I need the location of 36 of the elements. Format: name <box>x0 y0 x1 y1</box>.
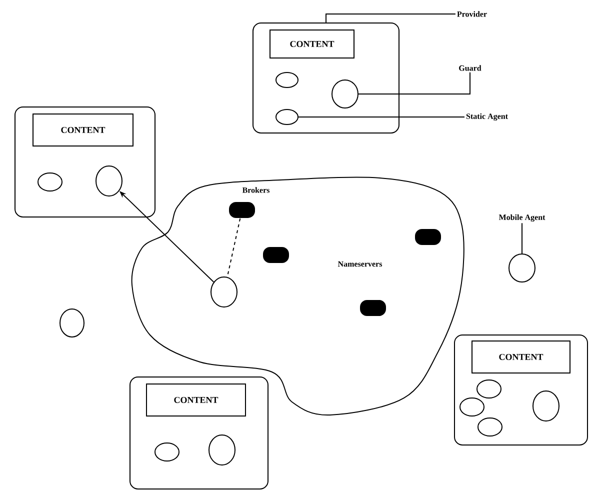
agent-ellipse <box>332 80 358 108</box>
callout-text: Mobile Agent <box>498 214 546 222</box>
agent-ellipse <box>276 72 298 88</box>
agent-ellipse <box>532 390 560 422</box>
agent-ellipse <box>154 442 180 462</box>
content-box: CONTENT <box>32 114 134 146</box>
agent-ellipse <box>508 254 536 282</box>
leader-line <box>358 72 470 94</box>
agent-ellipse <box>208 434 236 466</box>
agent-ellipse <box>210 276 238 308</box>
server-pill <box>229 202 255 218</box>
agent-ellipse <box>478 417 502 436</box>
host-box <box>130 376 268 490</box>
agent-ellipse <box>96 166 122 196</box>
content-box: CONTENT <box>472 340 570 374</box>
region-label: Nameservers <box>338 261 382 267</box>
server-pill <box>360 300 386 316</box>
host-box <box>252 22 400 134</box>
callout-text: Guard <box>459 65 482 71</box>
agent-ellipse <box>276 109 298 125</box>
agent-ellipse <box>460 398 484 416</box>
server-pill <box>415 229 441 245</box>
host-box <box>454 334 588 446</box>
server-pill <box>263 246 289 263</box>
network-region <box>131 176 464 416</box>
region-label: Brokers <box>242 187 270 193</box>
agent-ellipse <box>38 172 62 192</box>
content-box: CONTENT <box>146 383 246 416</box>
callout-text: Provider <box>457 11 487 17</box>
leader-line <box>326 14 456 23</box>
content-box: CONTENT <box>270 30 354 58</box>
agent-ellipse <box>60 308 84 338</box>
agent-ellipse <box>476 379 502 398</box>
host-box <box>14 106 156 218</box>
leader-line <box>298 116 465 118</box>
callout-text: Static Agent <box>466 113 508 121</box>
